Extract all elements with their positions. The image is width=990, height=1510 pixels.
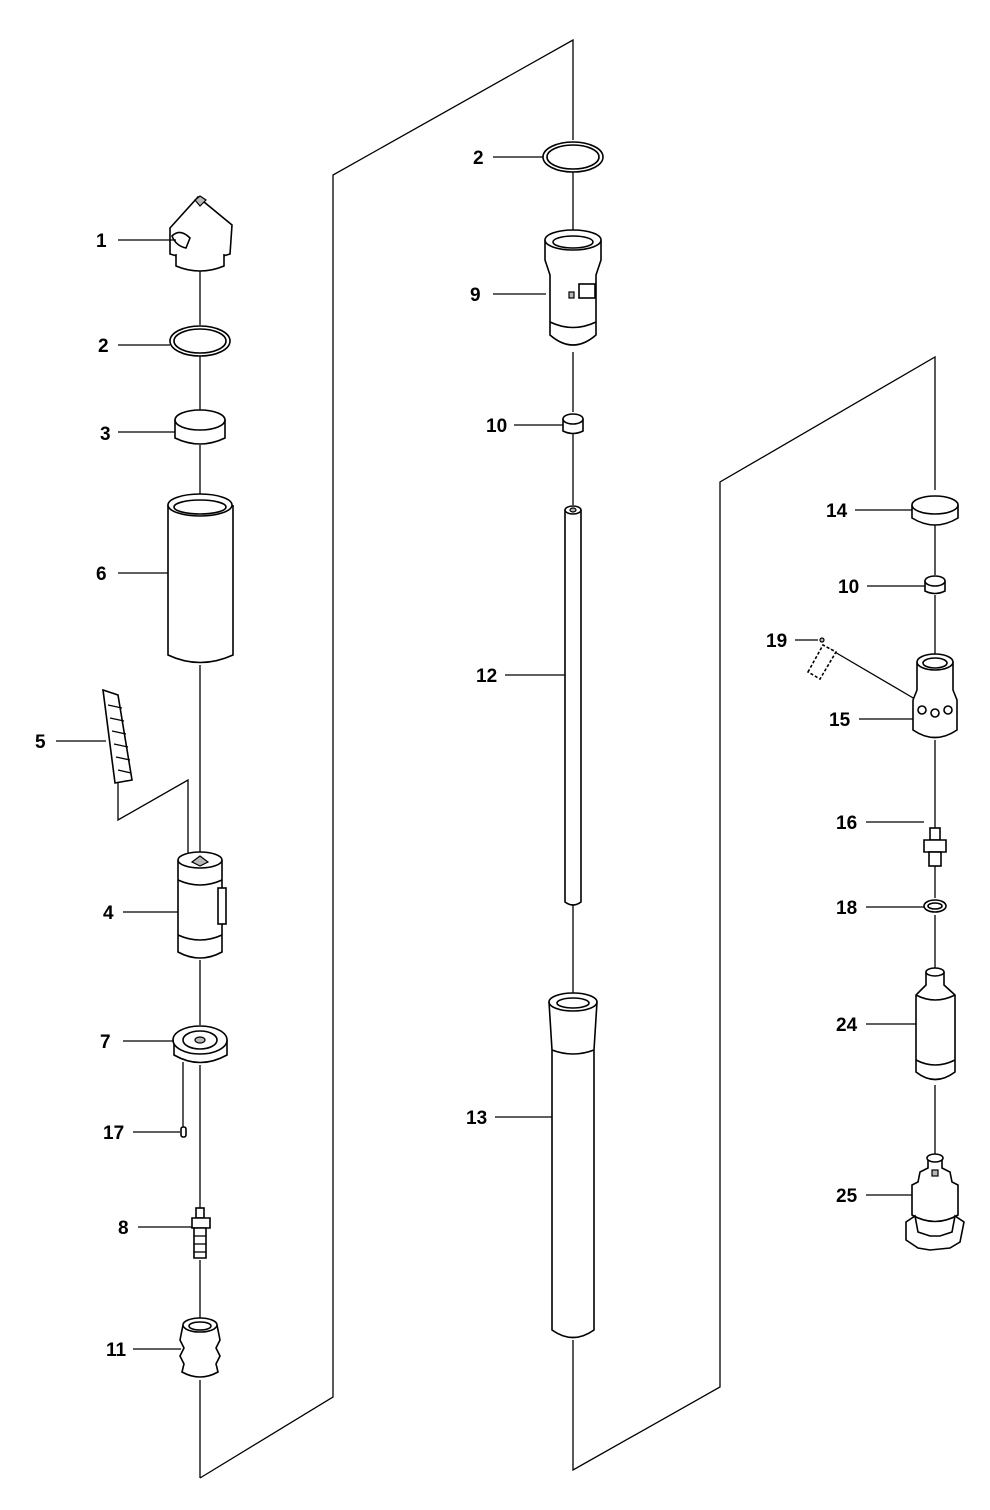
label-part-10-right: 10 bbox=[838, 577, 859, 598]
label-part-7: 7 bbox=[100, 1032, 111, 1053]
part-number-labels: 1 2 3 6 5 4 7 17 8 11 2 9 10 12 13 14 10… bbox=[35, 148, 859, 1361]
leader-lines bbox=[56, 156, 925, 1350]
part-9-coupling bbox=[544, 229, 602, 346]
label-part-13: 13 bbox=[466, 1108, 487, 1129]
label-part-12: 12 bbox=[476, 666, 497, 687]
part-13-tube bbox=[548, 992, 598, 1339]
part-25-quick-coupler bbox=[905, 1153, 965, 1251]
part-24-cylinder bbox=[915, 967, 956, 1081]
assembly-lines bbox=[117, 38, 936, 1479]
label-part-17: 17 bbox=[103, 1123, 124, 1144]
part-2-o-ring-top bbox=[542, 141, 604, 173]
label-part-6: 6 bbox=[96, 564, 107, 585]
label-part-5: 5 bbox=[35, 732, 46, 753]
label-part-8: 8 bbox=[118, 1218, 129, 1239]
label-part-4: 4 bbox=[103, 903, 114, 924]
part-1-nozzle-cap bbox=[169, 195, 233, 272]
part-18-washer bbox=[923, 899, 947, 913]
part-7-bearing bbox=[172, 1025, 228, 1064]
part-8-nipple bbox=[191, 1207, 211, 1259]
label-part-3: 3 bbox=[100, 424, 111, 445]
label-part-14: 14 bbox=[826, 501, 848, 522]
part-2-o-ring bbox=[169, 325, 231, 357]
part-19-small-label bbox=[806, 637, 838, 681]
label-part-11: 11 bbox=[106, 1340, 127, 1361]
part-16-fitting bbox=[923, 827, 947, 867]
label-part-10: 10 bbox=[486, 416, 507, 437]
label-part-24: 24 bbox=[836, 1015, 858, 1036]
label-part-1: 1 bbox=[96, 231, 107, 252]
label-part-25: 25 bbox=[836, 1186, 858, 1207]
label-part-2: 2 bbox=[98, 336, 109, 357]
part-17-pin bbox=[180, 1126, 187, 1138]
part-5-label-strip bbox=[102, 688, 133, 784]
part-11-threaded-connector bbox=[179, 1317, 221, 1378]
part-10-small-ring bbox=[562, 413, 584, 435]
label-part-9: 9 bbox=[470, 285, 481, 306]
part-6-sleeve bbox=[167, 493, 234, 664]
part-15-body bbox=[912, 653, 958, 739]
part-4-housing bbox=[177, 851, 227, 959]
label-part-16: 16 bbox=[836, 813, 857, 834]
label-part-19: 19 bbox=[766, 631, 787, 652]
part-3-disc bbox=[174, 409, 226, 445]
label-part-15: 15 bbox=[829, 710, 851, 731]
part-14-ring bbox=[911, 495, 959, 526]
part-12-rod bbox=[564, 505, 582, 906]
label-part-18: 18 bbox=[836, 898, 857, 919]
part-10-small-ring-right bbox=[924, 575, 946, 595]
label-part-2-top: 2 bbox=[473, 148, 484, 169]
